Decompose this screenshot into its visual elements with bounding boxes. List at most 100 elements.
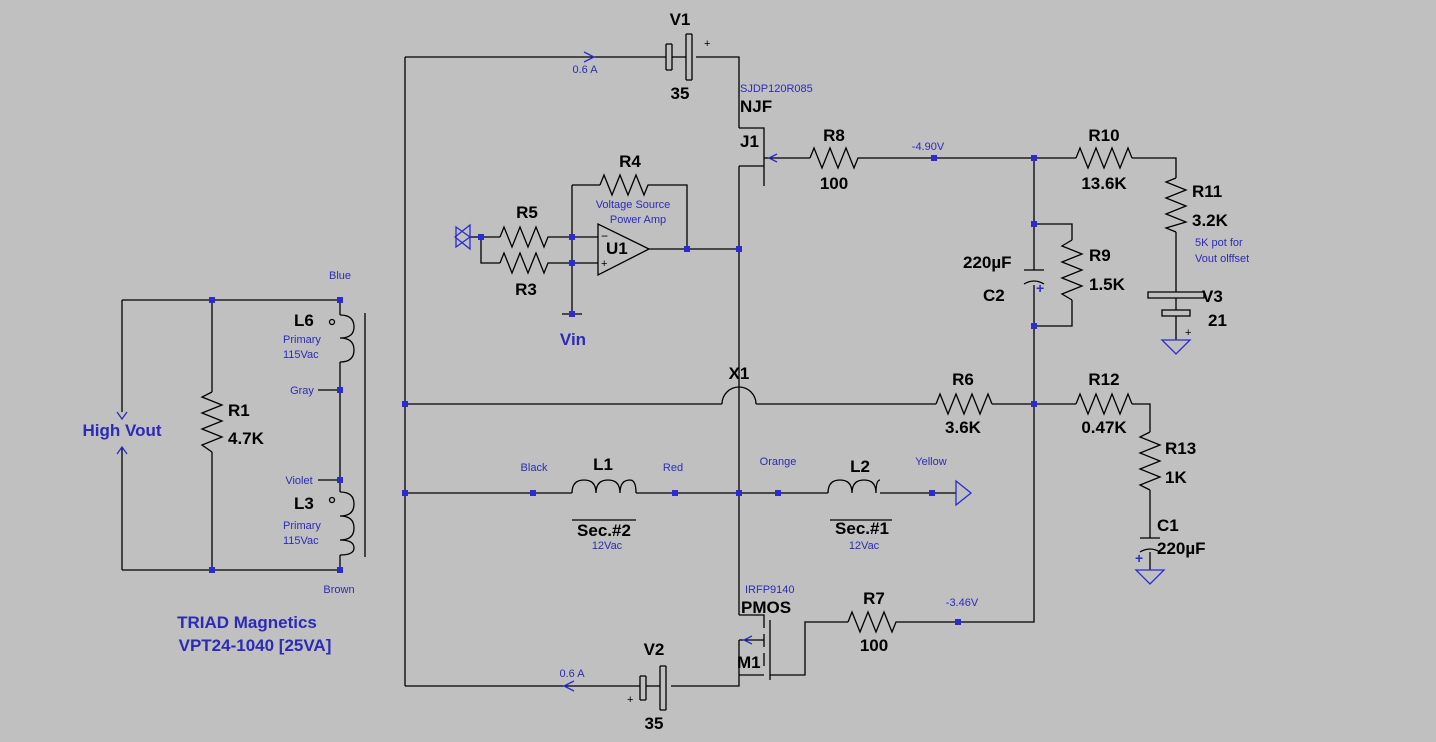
l6-name: L6: [294, 311, 314, 330]
tap-red: Red: [663, 462, 683, 474]
l2-name: L2: [850, 457, 870, 476]
c1-value: 220µF: [1157, 539, 1206, 558]
r3-resistor[interactable]: [499, 251, 551, 275]
v2-value: 35: [645, 714, 664, 733]
r10-resistor[interactable]: [1075, 146, 1133, 170]
r9-name: R9: [1089, 246, 1111, 265]
l2-sub: Sec.#1: [835, 519, 889, 538]
r1-value: 4.7K: [228, 429, 265, 448]
v2-current: 0.6 A: [559, 668, 585, 680]
tap-yellow: Yellow: [915, 456, 946, 468]
j1-model: SJDP120R085: [740, 83, 813, 95]
l3-rating: 115Vac: [283, 535, 319, 547]
c1-name: C1: [1157, 516, 1179, 535]
v3-name: V3: [1202, 287, 1223, 306]
r7-value: 100: [860, 636, 888, 655]
r9-resistor[interactable]: [1060, 239, 1084, 301]
v2-battery[interactable]: +: [627, 665, 667, 711]
c1-capacitor[interactable]: +: [1135, 537, 1161, 570]
r8-name: R8: [823, 126, 845, 145]
r12-value: 0.47K: [1081, 418, 1127, 437]
l3-inductor[interactable]: [328, 491, 355, 556]
l2-rating: 12Vac: [849, 540, 880, 552]
r5-resistor[interactable]: [499, 225, 551, 249]
c2-value: 220µF: [963, 253, 1012, 272]
port-arrow-icon: [116, 411, 128, 455]
svg-text:+: +: [704, 38, 710, 50]
vin-label: Vin: [560, 330, 586, 349]
transformer-title: TRIAD Magnetics: [177, 613, 317, 632]
tap-brown: Brown: [323, 584, 354, 596]
r6-resistor[interactable]: [935, 392, 993, 416]
l3-sub: Primary: [283, 520, 321, 532]
r12-name: R12: [1088, 370, 1119, 389]
svg-text:+: +: [1185, 327, 1191, 339]
r8-resistor[interactable]: [809, 146, 862, 170]
tap-black: Black: [521, 462, 548, 474]
r11-value: 3.2K: [1192, 211, 1229, 230]
r3-name: R3: [515, 280, 537, 299]
u1-name: U1: [606, 239, 628, 258]
tap-violet: Violet: [285, 475, 312, 487]
net-label-bottom: -3.46V: [946, 597, 979, 609]
j1-transistor[interactable]: [739, 127, 778, 186]
l6-inductor[interactable]: [328, 314, 355, 363]
l1-name: L1: [593, 455, 613, 474]
net-label-top: -4.90V: [912, 141, 945, 153]
r1-name: R1: [228, 401, 250, 420]
wires: [121, 56, 1177, 687]
r4-resistor[interactable]: [599, 173, 652, 197]
v1-name: V1: [670, 10, 691, 29]
r12-resistor[interactable]: [1075, 392, 1133, 416]
v3-value: 21: [1208, 311, 1227, 330]
u1-note-2: Power Amp: [610, 214, 666, 226]
u1-note-1: Voltage Source: [596, 199, 671, 211]
l1-sub: Sec.#2: [577, 521, 631, 540]
j1-name: J1: [740, 132, 759, 151]
svg-text:+: +: [1135, 550, 1143, 566]
x1-label: X1: [729, 364, 750, 383]
l1-inductor[interactable]: [571, 479, 637, 521]
r5-name: R5: [516, 203, 538, 222]
ground-icon: [1134, 569, 1166, 585]
svg-text:+: +: [627, 694, 633, 706]
l3-name: L3: [294, 494, 314, 513]
svg-text:−: −: [601, 229, 608, 243]
r7-name: R7: [863, 589, 885, 608]
svg-text:+: +: [1036, 280, 1044, 296]
ground-right-icon: [955, 479, 973, 507]
r11-note-2: Vout olffset: [1195, 253, 1249, 265]
l2-inductor[interactable]: [827, 479, 892, 521]
c2-name: C2: [983, 286, 1005, 305]
m1-transistor[interactable]: [739, 614, 771, 680]
r9-value: 1.5K: [1089, 275, 1126, 294]
r8-value: 100: [820, 174, 848, 193]
tap-blue: Blue: [329, 270, 351, 282]
high-vout-label: High Vout: [83, 421, 162, 440]
r13-value: 1K: [1165, 468, 1187, 487]
junction-nodes: [209, 155, 1037, 625]
v1-battery[interactable]: +: [665, 33, 710, 81]
v1-value: 35: [671, 84, 690, 103]
svg-text:+: +: [601, 258, 607, 270]
r13-resistor[interactable]: [1138, 431, 1162, 491]
ground-icon: [1160, 339, 1192, 355]
l6-sub: Primary: [283, 334, 321, 346]
current-arrow-icon: [583, 51, 596, 63]
r11-name: R11: [1192, 182, 1222, 201]
u1-opamp[interactable]: − +: [597, 222, 651, 277]
r1-resistor[interactable]: [200, 391, 224, 453]
l1-rating: 12Vac: [592, 540, 623, 552]
j1-type: NJF: [740, 97, 772, 116]
m1-type: PMOS: [741, 598, 791, 617]
transformer-model: VPT24-1040 [25VA]: [179, 636, 332, 655]
c2-capacitor[interactable]: +: [1023, 269, 1045, 296]
r6-value: 3.6K: [945, 418, 982, 437]
r10-name: R10: [1088, 126, 1119, 145]
r6-name: R6: [952, 370, 974, 389]
r7-resistor[interactable]: [847, 610, 900, 634]
v3-battery[interactable]: +: [1147, 291, 1205, 340]
v1-current: 0.6 A: [572, 64, 598, 76]
r11-resistor[interactable]: [1164, 177, 1188, 233]
